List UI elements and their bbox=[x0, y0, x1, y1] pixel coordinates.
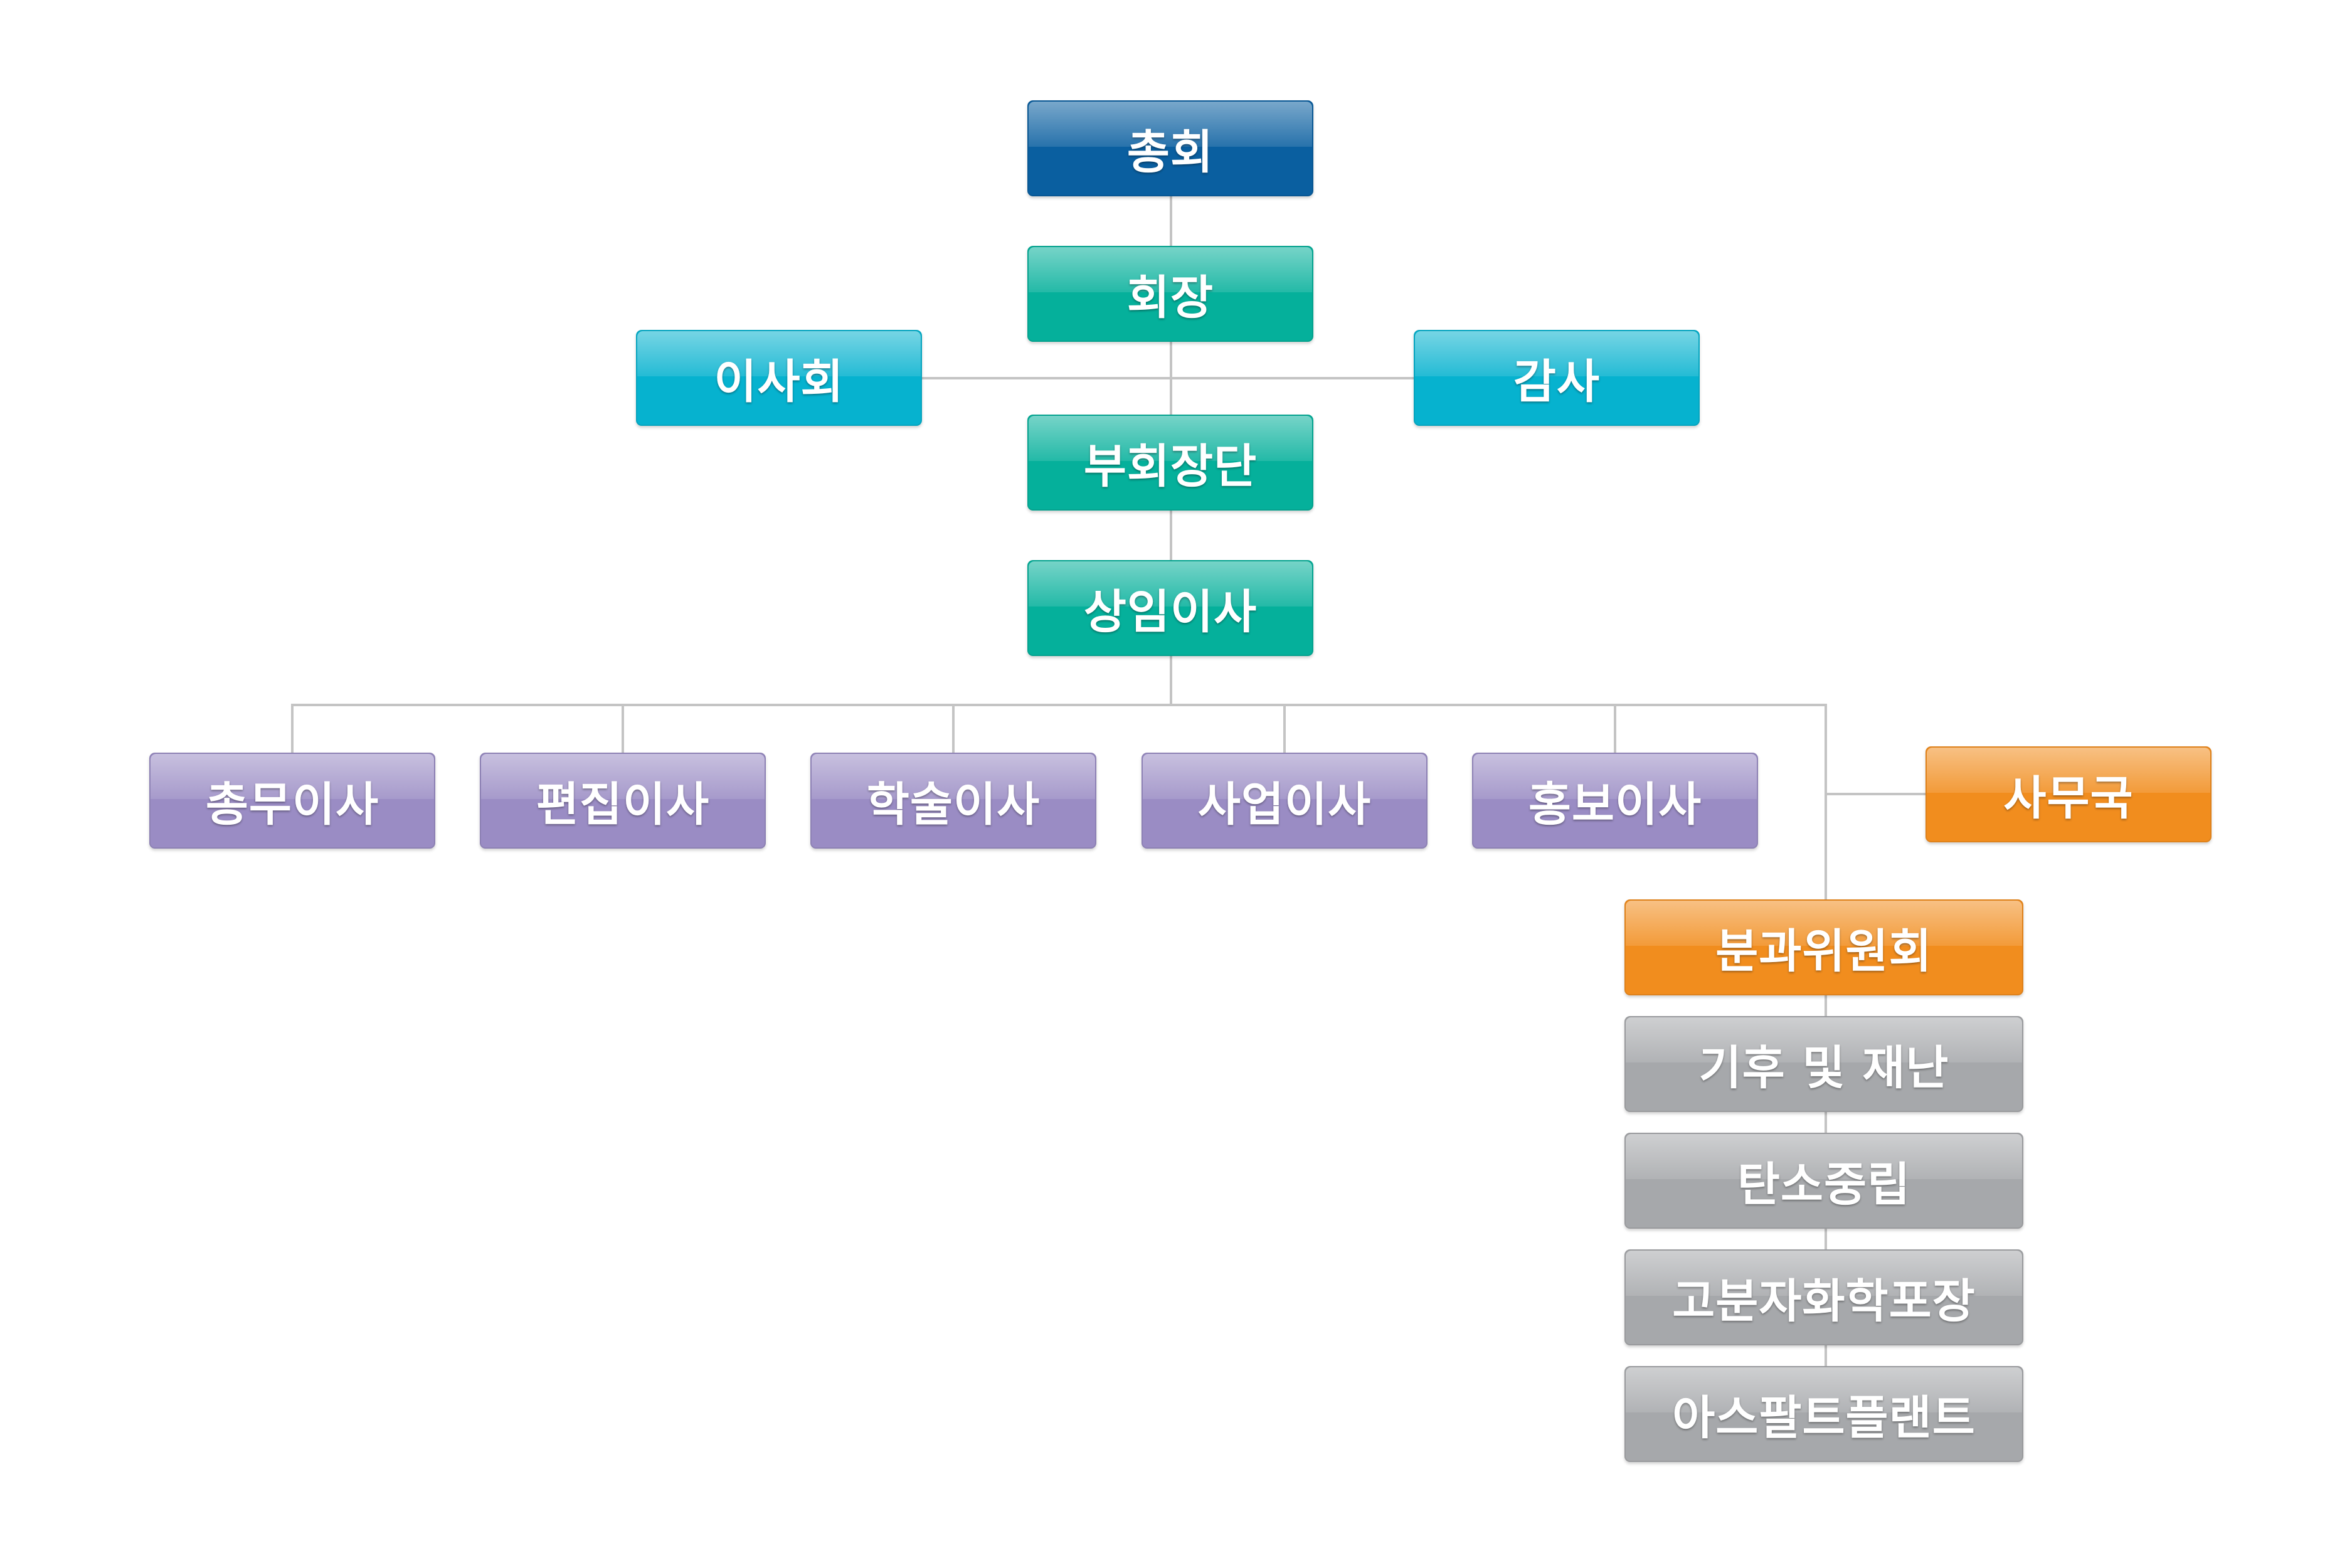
director-label: 학술이사 bbox=[866, 778, 1041, 832]
director-box: 사업이사 bbox=[1142, 753, 1428, 849]
connector-secretariat bbox=[1825, 793, 1927, 795]
director-box: 홍보이사 bbox=[1472, 753, 1758, 849]
subcommittee-item-box: 기후 및 재난 bbox=[1624, 1016, 2023, 1112]
auditor-label: 감사 bbox=[1513, 355, 1601, 409]
secretariat-box: 사무국 bbox=[1926, 746, 2212, 842]
general-assembly-label: 총회 bbox=[1126, 125, 1214, 179]
subcommittee-label: 분과위원회 bbox=[1715, 924, 1932, 978]
connector-directors-horizontal bbox=[291, 704, 1827, 706]
director-box: 편집이사 bbox=[480, 753, 766, 849]
president-label: 회장 bbox=[1126, 271, 1214, 325]
connector-director-3 bbox=[952, 704, 955, 754]
connector-director-5 bbox=[1614, 704, 1616, 754]
director-label: 사업이사 bbox=[1197, 778, 1372, 832]
director-label: 총무이사 bbox=[205, 778, 379, 832]
general-assembly-box: 총회 bbox=[1027, 100, 1313, 196]
subcommittee-item-box: 고분자화학포장 bbox=[1624, 1249, 2023, 1345]
vice-presidents-box: 부회장단 bbox=[1027, 415, 1313, 511]
connector-board-auditor bbox=[919, 377, 1417, 379]
subcommittee-item-box: 아스팔트플랜트 bbox=[1624, 1366, 2023, 1462]
subcommittee-item-label: 아스팔트플랜트 bbox=[1672, 1391, 1976, 1445]
director-box: 학술이사 bbox=[810, 753, 1096, 849]
connector-director-1 bbox=[291, 704, 294, 754]
director-label: 편집이사 bbox=[536, 778, 710, 832]
standing-directors-label: 상임이사 bbox=[1083, 585, 1258, 639]
director-label: 홍보이사 bbox=[1528, 778, 1702, 832]
subcommittee-item-label: 탄소중립 bbox=[1737, 1158, 1911, 1212]
subcommittee-box: 분과위원회 bbox=[1624, 899, 2023, 995]
board-label: 이사회 bbox=[714, 355, 844, 409]
subcommittee-item-label: 고분자화학포장 bbox=[1672, 1274, 1976, 1328]
subcommittee-item-box: 탄소중립 bbox=[1624, 1133, 2023, 1229]
connector-director-4 bbox=[1283, 704, 1286, 754]
connector-director-2 bbox=[622, 704, 624, 754]
subcommittee-item-label: 기후 및 재난 bbox=[1698, 1041, 1949, 1095]
director-box: 총무이사 bbox=[149, 753, 435, 849]
vice-presidents-label: 부회장단 bbox=[1083, 440, 1258, 494]
board-box: 이사회 bbox=[636, 330, 922, 426]
president-box: 회장 bbox=[1027, 246, 1313, 342]
auditor-box: 감사 bbox=[1414, 330, 1700, 426]
standing-directors-box: 상임이사 bbox=[1027, 560, 1313, 656]
secretariat-label: 사무국 bbox=[2003, 771, 2134, 825]
